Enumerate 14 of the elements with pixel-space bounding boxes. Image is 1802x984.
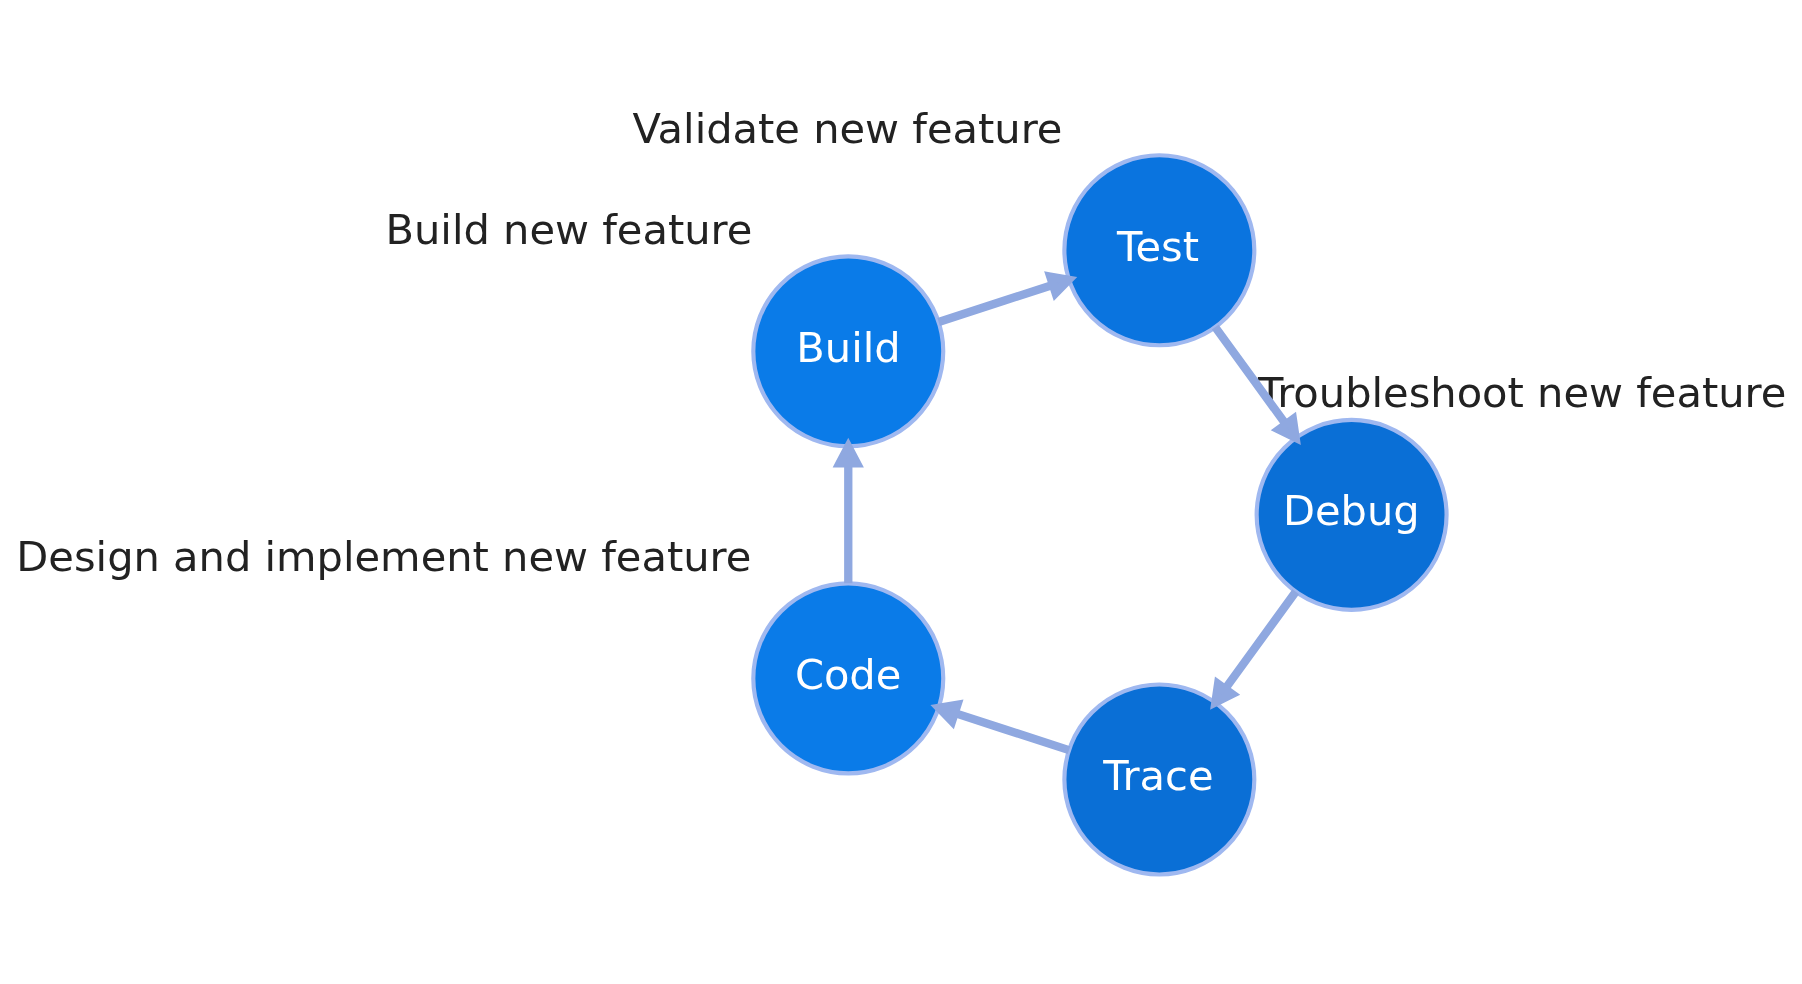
arrow bbox=[832, 437, 864, 584]
node-label: Troubleshoot new feature bbox=[1257, 368, 1787, 418]
arrow bbox=[937, 271, 1078, 326]
arrow bbox=[930, 699, 1071, 755]
arrow bbox=[1210, 589, 1300, 710]
node-circle: Code bbox=[751, 581, 946, 776]
node-label: Build new feature bbox=[385, 204, 753, 254]
node-label: Validate new feature bbox=[632, 103, 1063, 153]
node-circle: Build bbox=[751, 254, 946, 449]
node-label: Design and implement new feature bbox=[16, 531, 752, 581]
node-circle: Trace bbox=[1062, 682, 1257, 877]
arrow bbox=[1211, 324, 1301, 446]
node-circle: Debug bbox=[1254, 417, 1449, 612]
node-circle: Test bbox=[1062, 153, 1257, 348]
